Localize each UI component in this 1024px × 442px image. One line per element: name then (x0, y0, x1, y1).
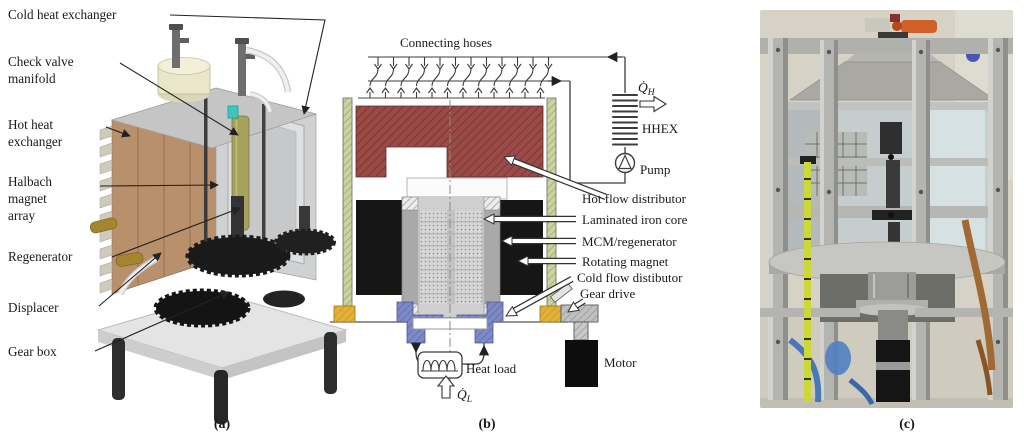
heat-load-loop (410, 342, 490, 379)
panel-a-illustration (89, 24, 348, 424)
connecting-hoses-manifold (366, 56, 625, 98)
orange-clamp (901, 20, 937, 33)
valve-indicator (227, 105, 239, 119)
label-rotating-magnet: Rotating magnet (582, 254, 669, 269)
label-connecting-hoses: Connecting hoses (400, 35, 492, 50)
label-cold-flow-distributor: Cold flow distibutor (577, 270, 683, 285)
caption-b: (b) (478, 417, 495, 432)
label-halbach-1: Halbach (8, 174, 52, 189)
panel-a-leaders (94, 14, 326, 352)
label-mcm-regenerator: MCM/regenerator (582, 234, 677, 249)
hhex-coil (612, 94, 638, 146)
motor-shaft (876, 340, 910, 402)
brass-fittings (89, 217, 144, 267)
label-hot-heat-2: exchanger (8, 134, 63, 149)
label-check-valve-2: manifold (8, 71, 56, 86)
hhex-pump-loop (569, 57, 638, 184)
label-check-valve-1: Check valve (8, 54, 74, 69)
label-hot-heat-1: Hot heat (8, 117, 53, 132)
label-pump: Pump (640, 162, 670, 177)
panel-b-leaders (482, 155, 608, 317)
panel-b-schematic (330, 51, 668, 399)
base-legs (112, 332, 337, 424)
panel-b-labels: Connecting hoses Q̇H HHEX Pump Hot flow … (400, 35, 688, 405)
core-regenerator-shape (401, 196, 501, 318)
label-hhex: HHEX (642, 121, 679, 136)
hhx-fins (99, 125, 113, 294)
gear-box-part (153, 196, 336, 328)
caption-c: (c) (899, 417, 915, 432)
label-halbach-3: array (8, 208, 35, 223)
check-valve-manifold-part (157, 57, 211, 103)
panel-a-labels: Cold heat exchanger Check valve manifold… (8, 7, 117, 359)
label-heat-load: Heat load (466, 361, 517, 376)
tube-fittings (169, 24, 255, 96)
support-disc (768, 241, 1006, 283)
top-box (865, 18, 890, 32)
q-h-arrow-icon (639, 95, 668, 113)
label-q-h: Q̇H (638, 80, 656, 98)
q-l-arrow-icon (436, 375, 456, 399)
label-gear-box: Gear box (8, 344, 57, 359)
label-cold-heat-exchanger: Cold heat exchanger (8, 7, 117, 22)
motor-shape (565, 340, 598, 387)
hoses (117, 46, 292, 296)
label-gear-drive: Gear drive (580, 286, 635, 301)
copper-pipes (961, 219, 996, 396)
label-regenerator: Regenerator (8, 249, 73, 264)
label-hot-flow-distributor: Hot flow distributor (582, 191, 687, 206)
caption-a: (a) (214, 417, 231, 432)
label-displacer: Displacer (8, 300, 59, 315)
label-q-l: Q̇L (457, 387, 472, 405)
label-laminated-iron-core: Laminated iron core (582, 212, 688, 227)
label-motor: Motor (604, 355, 637, 370)
captions: (a) (b) (c) (214, 417, 915, 432)
measuring-tape (800, 156, 816, 402)
label-halbach-2: magnet (8, 191, 47, 206)
panel-c-photo (760, 10, 1013, 408)
blue-hoses (788, 337, 875, 406)
